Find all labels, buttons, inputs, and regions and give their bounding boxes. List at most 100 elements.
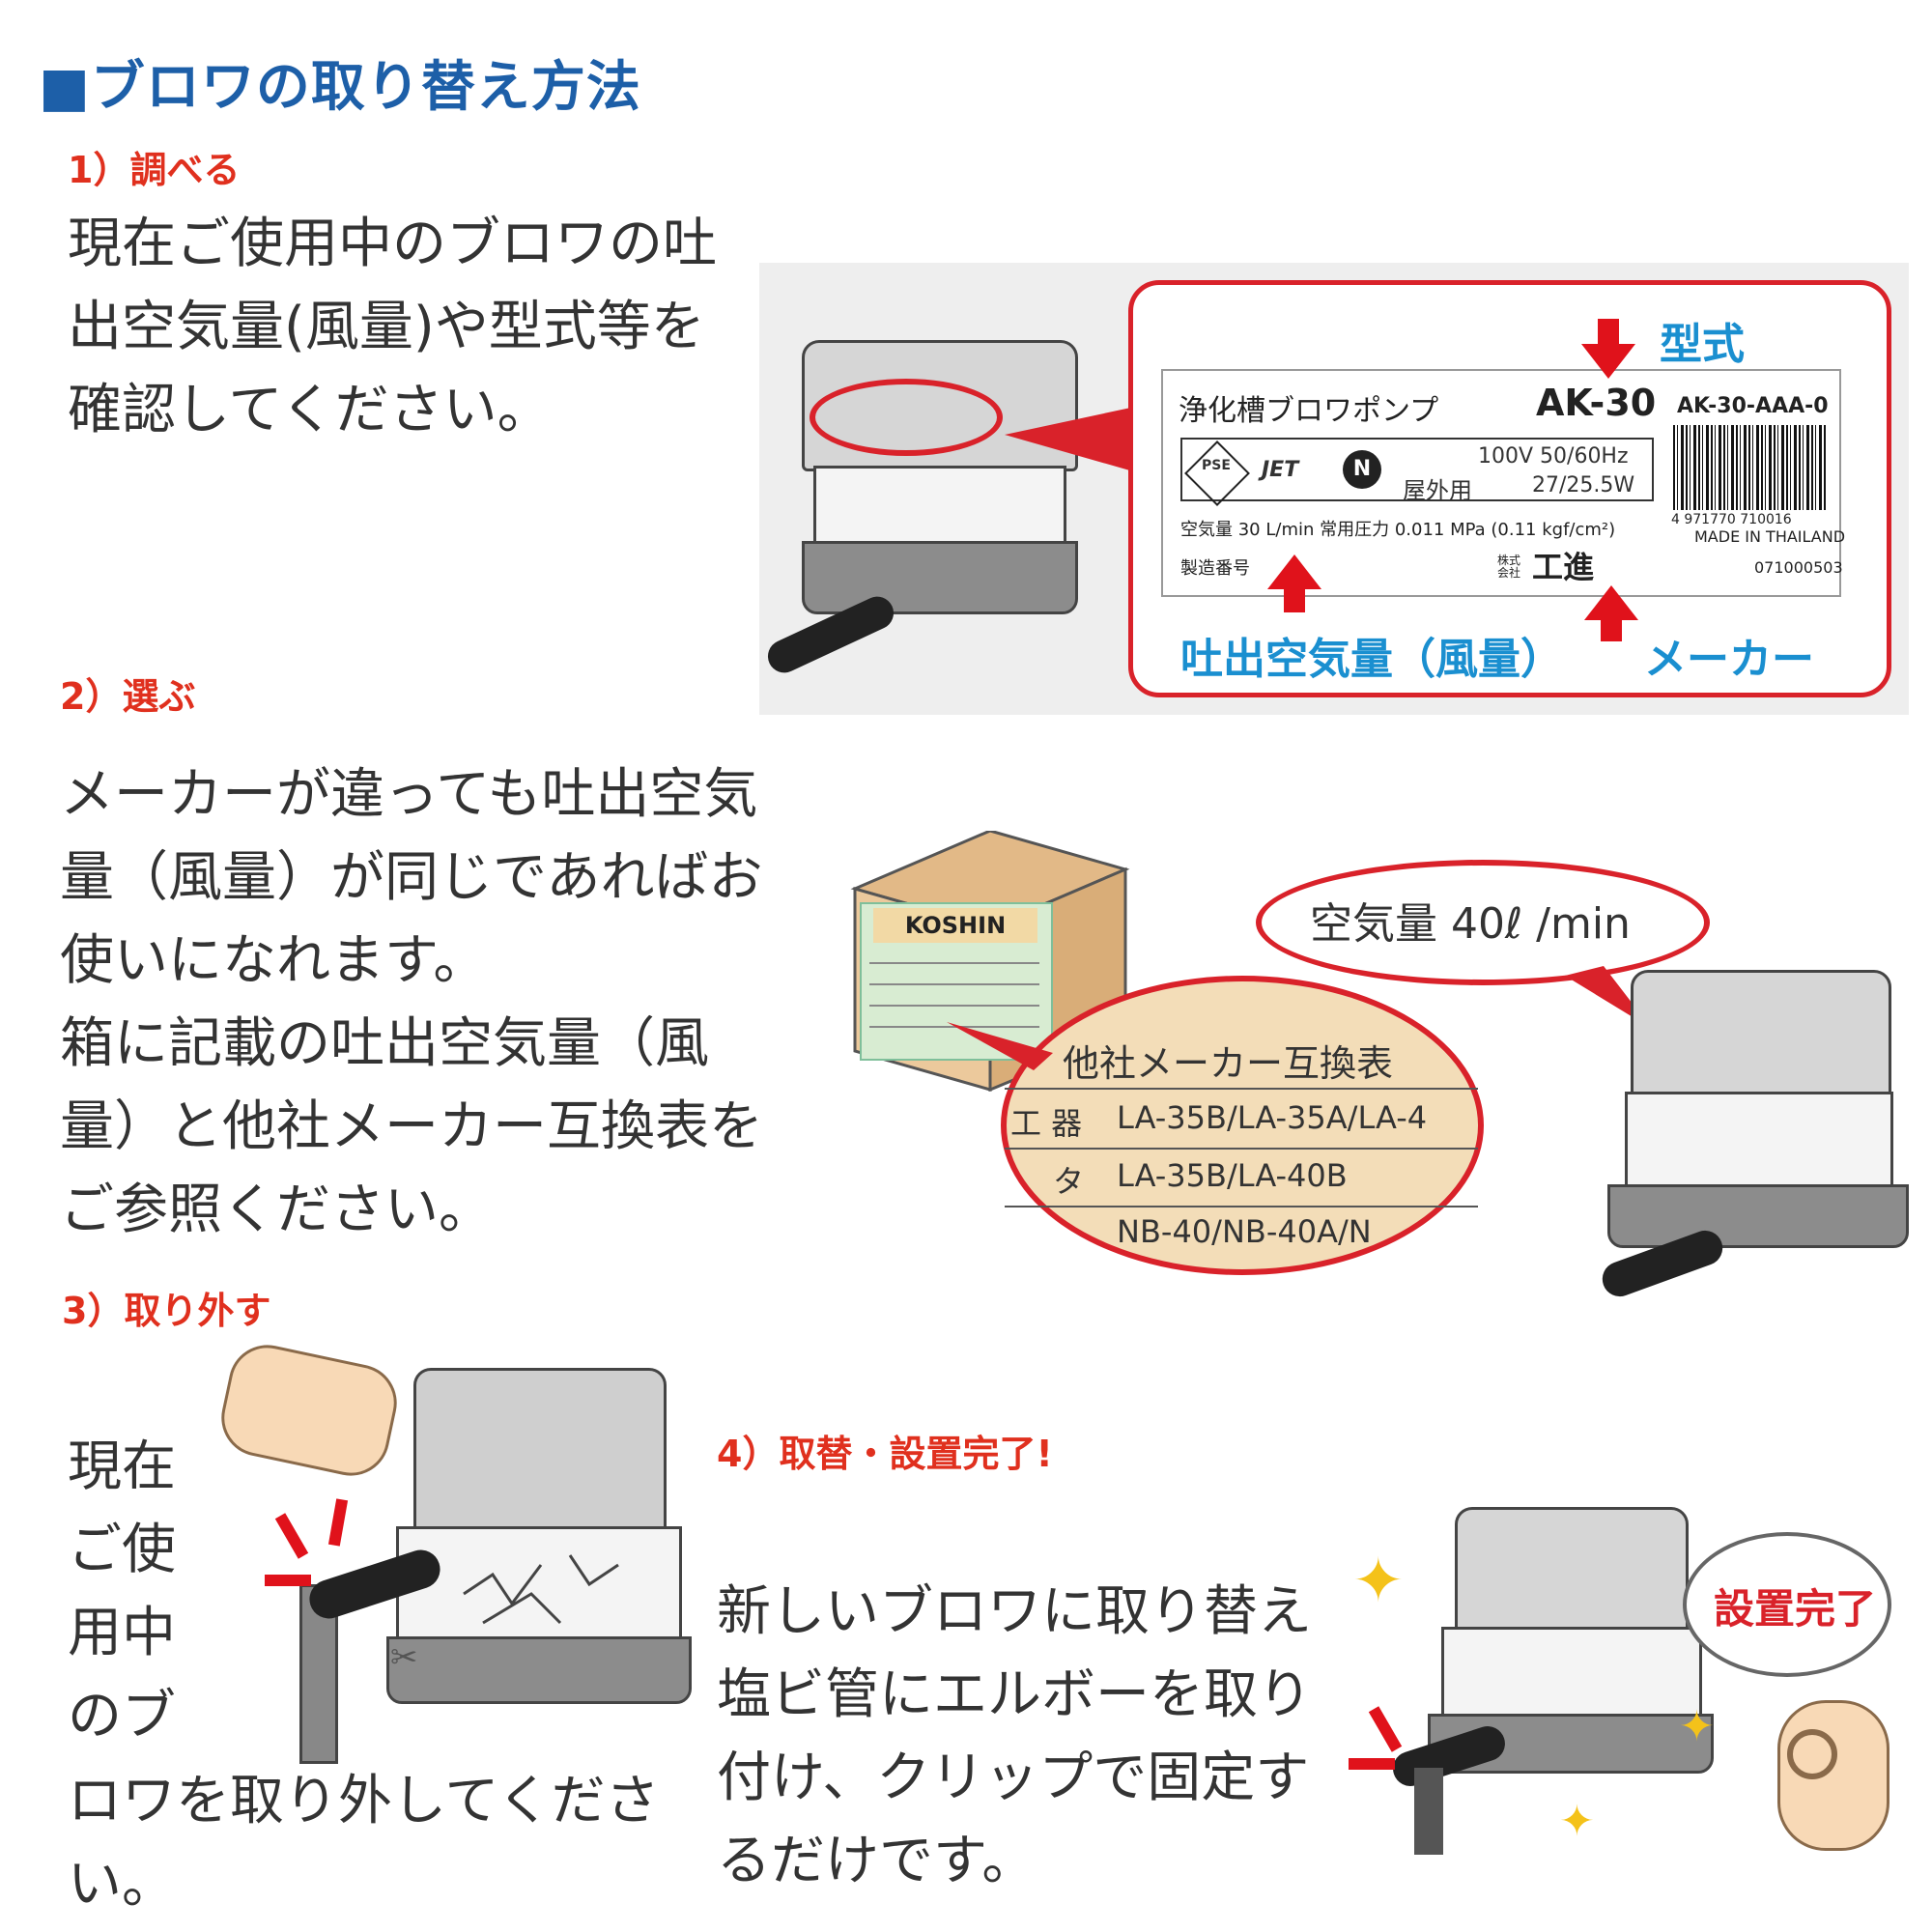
step1-text: 現在ご使用中のブロワの吐 出空気量(風量)や型式等を 確認してください。 [68,203,717,452]
barcode-number: 4 971770 710016 [1671,512,1792,527]
n-mark-icon: N [1343,450,1381,489]
jet-mark: JET [1262,458,1299,482]
air-arrow-stem [1284,589,1305,612]
air-volume-bubble [1256,860,1710,985]
maker-arrow-stem [1601,620,1622,641]
magnifier-pointer [947,1022,1053,1070]
model-number: AK-30 [1536,382,1657,424]
compat-row-key: タ [1053,1163,1085,1200]
made-in: MADE IN THAILAND [1694,527,1846,546]
compat-table-rule [1005,1206,1478,1208]
box-table-line [869,962,1039,964]
sparkle-icon: ✦ [1679,1702,1715,1751]
page-title: ■ブロワの取り替え方法 [39,56,641,119]
callout-model: 型式 [1660,320,1745,369]
ok-hand-icon [1777,1700,1889,1851]
alert-burst-icon [265,1575,311,1586]
step4-line: 付け、クリップで固定す [717,1747,1310,1809]
step2-line: メーカーが違っても吐出空気 [60,763,758,826]
compat-row-value: NB-40/NB-40A/N [1117,1213,1372,1250]
ok-hand-ring [1787,1729,1837,1779]
serial-number: 071000503 [1754,558,1843,577]
maker-arrow-icon [1584,585,1638,620]
complete-bubble [1683,1532,1891,1677]
box-brand: KOSHIN [873,908,1037,943]
step3-line: のブ [68,1685,176,1747]
compat-row-value: LA-35B/LA-40B [1117,1157,1348,1194]
step3-text-wide: ロワを取り外してくださ い。 [68,1760,660,1926]
maker-prefix: 株式会社 [1497,554,1521,580]
old-blower-base [386,1636,692,1704]
compat-table-magnifier [1001,976,1484,1275]
box-table-line [869,983,1039,985]
alert-burst-icon [1349,1758,1395,1770]
step2-line: 量）と他社メーカー互換表を [60,1095,763,1158]
outdoor-use: 屋外用 [1403,477,1472,504]
complete-text: 設置完了 [1714,1585,1877,1633]
old-blower-top [413,1368,667,1538]
label-highlight-ellipse [810,379,1003,456]
compat-row-key: 工 器 [1010,1105,1083,1142]
pointer-triangle [1005,406,1140,473]
compat-row-value: LA-35B/LA-35A/LA-4 [1117,1099,1428,1136]
compat-table-rule [1005,1088,1478,1090]
bubble-tail [1565,966,1652,1029]
air-volume-text: 空気量 40ℓ /min [1310,899,1631,949]
step2-line: 箱に記載の吐出空気量（風 [60,1012,709,1075]
step2-line: 使いになれます。 [60,929,488,992]
air-arrow-icon [1267,554,1321,589]
old-blower-body [396,1526,682,1648]
model-arrow-stem [1598,319,1619,344]
step3-line: 用中 [68,1602,176,1664]
hand-icon [213,1337,405,1484]
box-table-line [869,1005,1039,1007]
step2-heading: 2）選ぶ [60,675,196,718]
pvc-pipe [1414,1768,1443,1855]
alert-burst-icon [274,1513,309,1559]
cert-box [1180,438,1654,501]
step1-line: 確認してください。 [68,379,552,441]
step1-line: 現在ご使用中のブロワの吐 [68,213,717,275]
sparkle-icon: ✦ [1559,1797,1595,1846]
new-blower-top [1455,1507,1689,1638]
step2-line: 量（風量）が同じであればお [60,846,763,909]
step3-heading: 3）取り外す [62,1290,271,1332]
step3-line: 現在 [68,1435,176,1498]
step1-line: 出空気量(風量)や型式等を [68,296,705,358]
clip-icon: ✂ [390,1638,418,1677]
compat-table-title: 他社メーカー互換表 [1063,1042,1394,1085]
blower-body [813,466,1066,549]
alert-burst-icon [327,1498,349,1547]
product-name: 浄化槽ブロワポンプ [1179,394,1439,428]
model-code: AK-30-AAA-0 [1677,394,1829,418]
step4-line: 新しいブロワに取り替え [717,1580,1312,1643]
serial-label: 製造番号 [1180,558,1250,579]
spec-line: 空気量 30 L/min 常用圧力 0.011 MPa (0.11 kgf/cm… [1180,520,1616,540]
callout-maker: メーカー [1644,635,1814,684]
blower-body [1625,1092,1893,1194]
step3-text-narrow: 現在 ご使 用中 のブ [68,1426,176,1758]
step4-text: 新しいブロワに取り替え 塩ビ管にエルボーを取り 付け、クリップで固定す るだけで… [717,1571,1312,1903]
step3-line: ご使 [68,1519,176,1581]
barcode-icon [1673,425,1828,510]
step4-line: るだけです。 [717,1830,1037,1892]
maker-name: 工進 [1532,549,1595,585]
compat-table-rule [1005,1148,1478,1150]
step2-line: ご参照ください。 [60,1179,493,1241]
model-arrow-icon [1581,344,1635,379]
blower-base [802,541,1078,614]
step2-text: メーカーが違っても吐出空気 量（風量）が同じであればお 使いになれます。 箱に記… [60,753,763,1252]
pse-mark-text: PSE [1202,458,1231,473]
step4-heading: 4）取替・設置完了! [717,1433,1053,1475]
alert-burst-icon [1368,1706,1403,1752]
sparkle-icon: ✦ [1352,1546,1405,1617]
callout-air: 吐出空気量（風量） [1180,635,1563,684]
blower-base [1607,1184,1909,1248]
step3-line: い。 [68,1853,176,1916]
step3-line: ロワを取り外してくださ [68,1770,660,1833]
crack-marks-icon [463,1554,619,1625]
power-rating: 100V 50/60Hz [1478,444,1629,469]
step1-heading: 1）調べる [68,149,241,191]
watt-rating: 27/25.5W [1532,473,1635,497]
step4-line: 塩ビ管にエルボーを取り [717,1663,1312,1726]
